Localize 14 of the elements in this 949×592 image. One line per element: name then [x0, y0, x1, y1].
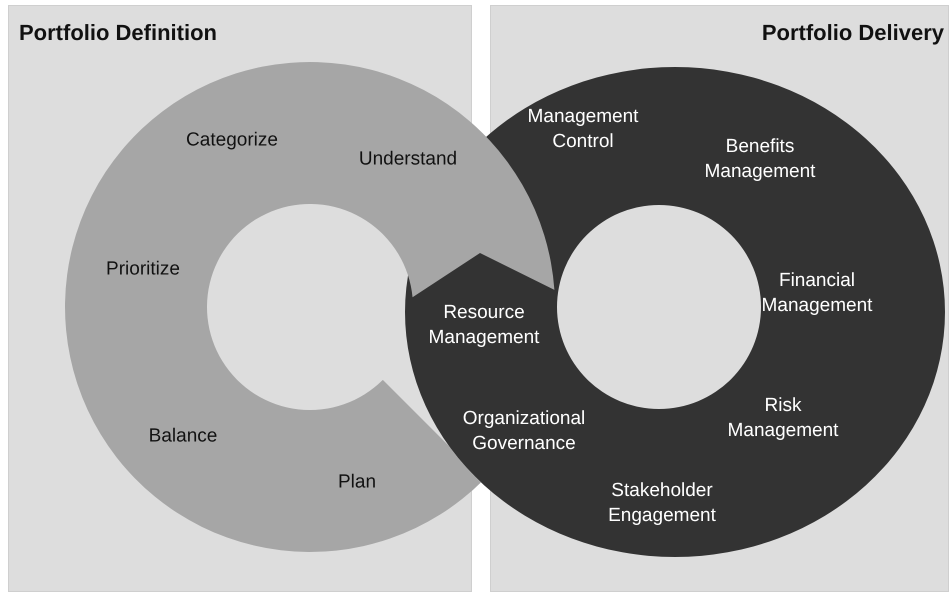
ring-label: Stakeholder Engagement [607, 479, 717, 528]
ring-label: Resource Management [428, 301, 540, 350]
ring-label: Management Control [526, 105, 640, 154]
ring-label: Balance [148, 424, 218, 448]
ring-label: Risk Management [726, 394, 840, 443]
ring-label: Benefits Management [704, 135, 816, 184]
ring-label: Financial Management [760, 269, 874, 318]
ring-label: Understand [358, 148, 458, 172]
ring-label: Plan [338, 470, 376, 494]
panel-title: Portfolio Definition [19, 20, 217, 46]
panel-title: Portfolio Delivery [762, 20, 944, 46]
ring-label: Organizational Governance [462, 407, 586, 456]
ring-label: Categorize [186, 128, 278, 152]
ring-label: Prioritize [106, 258, 180, 282]
